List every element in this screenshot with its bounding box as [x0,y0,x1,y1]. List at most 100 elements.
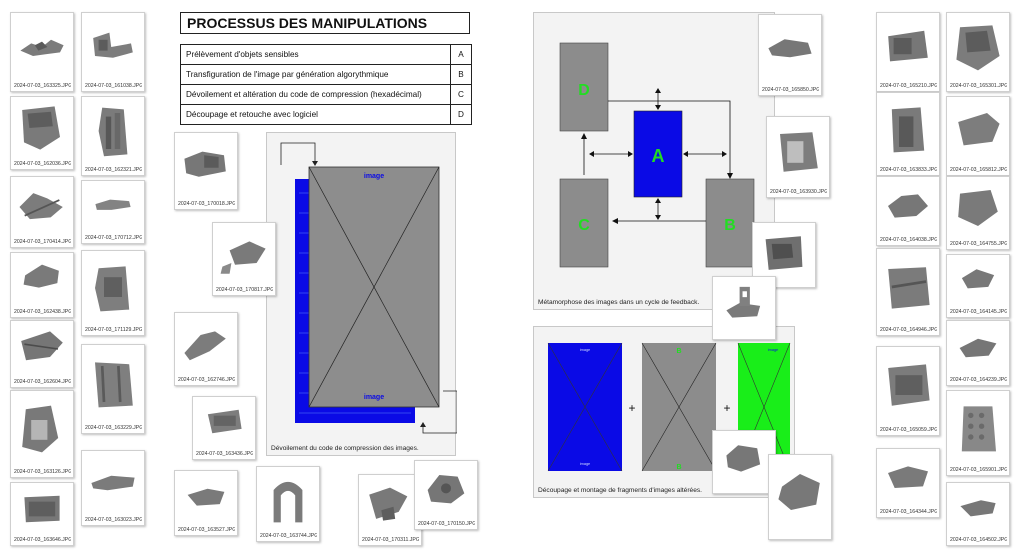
scan-fragment-image [15,257,69,303]
panel-caption: Découpage et montage de fragments d'imag… [538,487,703,494]
table-row: Dévoilement et altération du code de com… [180,84,472,105]
thumbnail-filename: 2024-07-03_163126.JPG [14,469,71,475]
thumbnail-filename: 2024-07-03_165812.JPG [950,167,1007,173]
thumbnail-filename: 2024-07-03_163527.JPG [178,527,235,533]
scan-fragment-image [881,17,935,77]
thumbnail: 2024-07-03_163023.JPG [81,450,145,526]
thumbnail-filename: 2024-07-03_164239.JPG [950,377,1007,383]
thumbnail: 2024-07-03_165850.JPG [758,14,822,96]
thumbnail: 2024-07-03_165901.JPG [946,390,1010,476]
small-b-label: B [676,348,681,355]
thumbnail-filename: 2024-07-03_162746.JPG [178,377,235,383]
thumbnail-filename: 2024-07-03_163930.JPG [770,189,827,195]
thumbnail: 2024-07-03_165059.JPG [876,346,940,436]
scan-fragment-image [763,19,817,81]
scan-fragment-image [951,395,1005,461]
decompression-panel: image image Dévoilement du code de compr… [266,132,457,456]
scan-fragment-image [881,181,935,231]
thumbnail: 2024-07-03_165301.JPG [946,12,1010,92]
scan-fragment-image [881,253,935,321]
small-image-label: image [580,462,590,466]
thumbnail: 2024-07-03_163527.JPG [174,470,238,536]
thumbnail-filename: 2024-07-03_163023.JPG [85,517,142,523]
thumbnail-filename: 2024-07-03_163229.JPG [85,425,142,431]
thumbnail [768,454,832,540]
thumbnail [712,276,776,340]
node-d [559,42,609,132]
scan-fragment-image [419,465,473,515]
thumbnail-filename: 2024-07-03_164755.JPG [950,241,1007,247]
scan-fragment-image [951,17,1005,77]
node-a [633,110,683,198]
step-label: Découpage et retouche avec logiciel [180,104,451,125]
scan-fragment-image [261,471,315,527]
plus-sign: + [628,401,635,415]
node-c [559,178,609,268]
step-key: C [450,84,472,105]
thumbnail-filename: 2024-07-03_164946.JPG [880,327,937,333]
thumbnail-filename: 2024-07-03_164344.JPG [880,509,937,515]
thumbnail: 2024-07-03_163646.JPG [10,482,74,546]
scan-fragment-image [86,455,140,511]
small-image-label: image [580,348,590,352]
scan-fragment-image [86,185,140,229]
scan-fragment-image [773,459,827,525]
node-b-label: B [724,217,736,234]
table-row: Transfiguration de l'image par génératio… [180,64,472,85]
thumbnail-filename: 2024-07-03_170018.JPG [178,201,235,207]
thumbnail: 2024-07-03_170018.JPG [174,132,238,210]
thumbnail: 2024-07-03_163930.JPG [766,116,830,198]
thumbnail-filename: 2024-07-03_170414.JPG [14,239,71,245]
thumbnail-filename: 2024-07-03_171129.JPG [85,327,142,333]
arrow-out [422,390,457,434]
image-label-bottom: image [364,394,384,401]
scan-fragment-image [197,401,251,445]
feedback-cycle-panel: D A C B Métamorphose des images dans un … [533,12,775,310]
cycle-arrows [583,91,731,222]
thumbnail: 2024-07-03_162604.JPG [10,320,74,388]
scan-fragment-image [15,101,69,155]
thumbnail-filename: 2024-07-03_165850.JPG [762,87,819,93]
thumbnail: 2024-07-03_171129.JPG [81,250,145,336]
scan-fragment-image [179,137,233,195]
thumbnail: 2024-07-03_164145.JPG [946,254,1010,318]
step-key: B [450,64,472,85]
page-title: PROCESSUS DES MANIPULATIONS [180,12,470,34]
thumbnail: 2024-07-03_162438.JPG [10,252,74,318]
thumbnail: 2024-07-03_164946.JPG [876,248,940,336]
scan-fragment-image [15,181,69,233]
plus-sign: + [723,401,730,415]
scan-fragment-image [881,453,935,503]
step-label: Dévoilement et altération du code de com… [180,84,451,105]
thumbnail-filename: 2024-07-03_170150.JPG [418,521,475,527]
thumbnail-filename: 2024-07-03_164145.JPG [950,309,1007,315]
thumbnail: 2024-07-03_170414.JPG [10,176,74,248]
thumbnail-filename: 2024-07-03_165301.JPG [950,83,1007,89]
scan-fragment-image [179,475,233,521]
node-d-label: D [578,82,590,99]
thumbnail: 2024-07-03_163126.JPG [10,390,74,478]
scan-fragment-image [881,351,935,421]
thumbnail-filename: 2024-07-03_162438.JPG [14,309,71,315]
thumbnail: 2024-07-03_164755.JPG [946,176,1010,250]
decompression-diagram: image image [280,142,457,434]
scan-fragment-image [881,97,935,161]
panel-caption: Métamorphose des images dans un cycle de… [538,299,700,306]
thumbnail: 2024-07-03_162321.JPG [81,96,145,176]
thumbnail-filename: 2024-07-03_170817.JPG [216,287,273,293]
thumbnail: 2024-07-03_162036.JPG [10,96,74,170]
thumbnail [712,430,776,494]
scan-fragment-image [951,325,1005,371]
thumbnail: 2024-07-03_164344.JPG [876,448,940,518]
thumbnail-filename: 2024-07-03_163744.JPG [260,533,317,539]
thumbnail-filename: 2024-07-03_163646.JPG [14,537,71,543]
image-label-top: image [364,173,384,180]
thumbnail: 2024-07-03_163436.JPG [192,396,256,460]
thumbnail-filename: 2024-07-03_162321.JPG [85,167,142,173]
scan-fragment-image [15,487,69,531]
thumbnail: 2024-07-03_170817.JPG [212,222,276,296]
thumbnail-filename: 2024-07-03_170311.JPG [362,537,419,543]
thumbnail-filename: 2024-07-03_163833.JPG [880,167,937,173]
